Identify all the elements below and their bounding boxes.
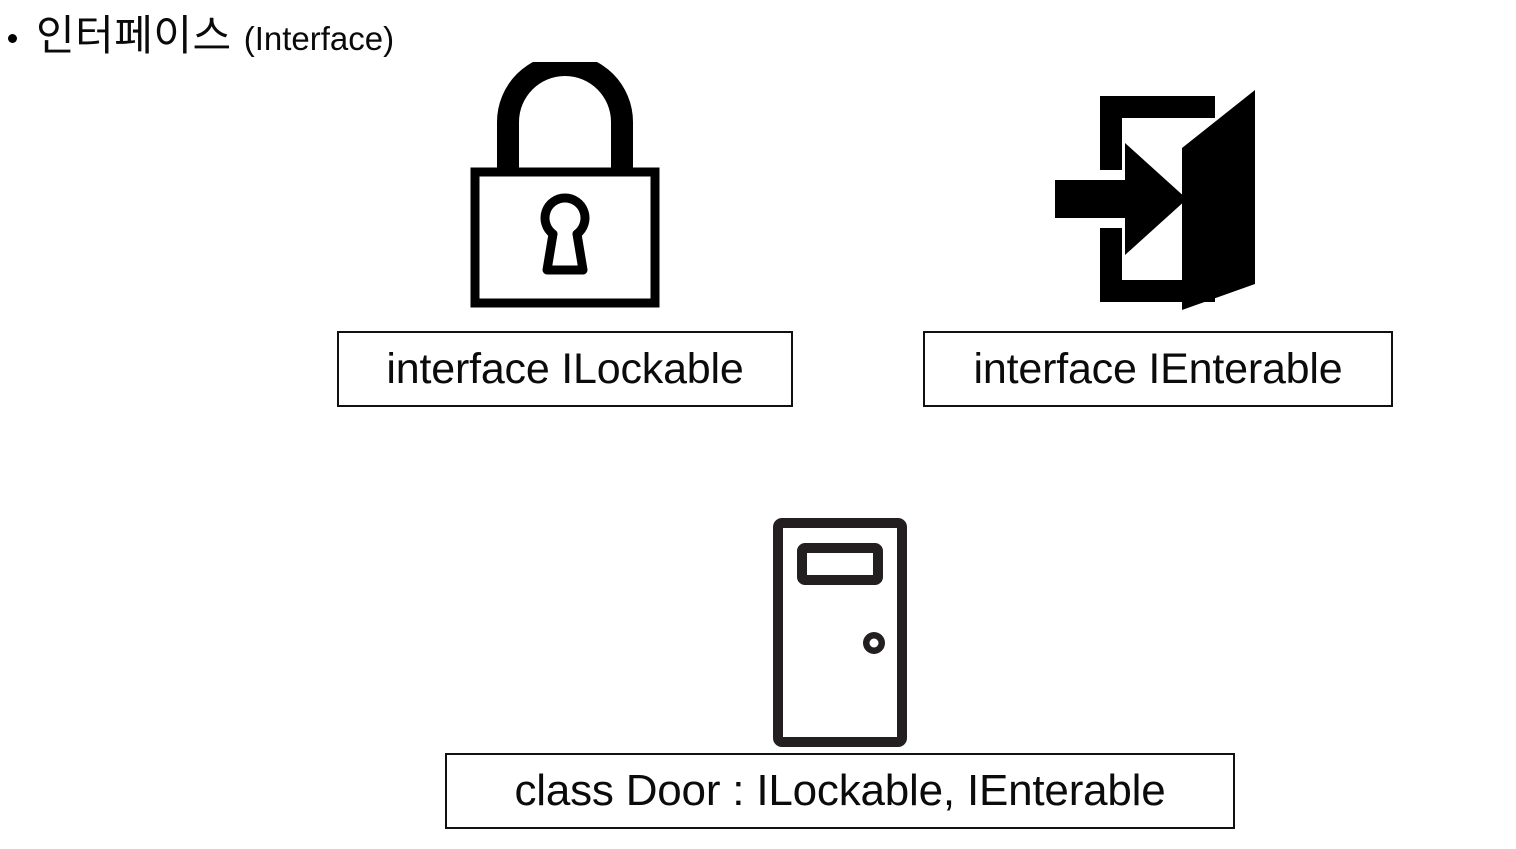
class-door-box: class Door : ILockable, IEnterable bbox=[445, 753, 1235, 829]
bullet-icon bbox=[8, 34, 17, 43]
interface-ilockable-label: interface ILockable bbox=[386, 344, 744, 393]
padlock-icon bbox=[465, 54, 665, 312]
interface-ienterable-box: interface IEnterable bbox=[923, 331, 1393, 407]
interface-ilockable-box: interface ILockable bbox=[337, 331, 793, 407]
heading-korean-text: 인터페이스 bbox=[36, 12, 232, 59]
class-door-label: class Door : ILockable, IEnterable bbox=[514, 766, 1166, 815]
interface-ienterable-label: interface IEnterable bbox=[973, 344, 1343, 393]
heading-english-text: (Interface) bbox=[243, 20, 395, 57]
door-icon bbox=[770, 515, 910, 750]
door-enter-icon bbox=[1055, 88, 1265, 310]
slide-heading: 인터페이스 (Interface) bbox=[8, 14, 394, 61]
